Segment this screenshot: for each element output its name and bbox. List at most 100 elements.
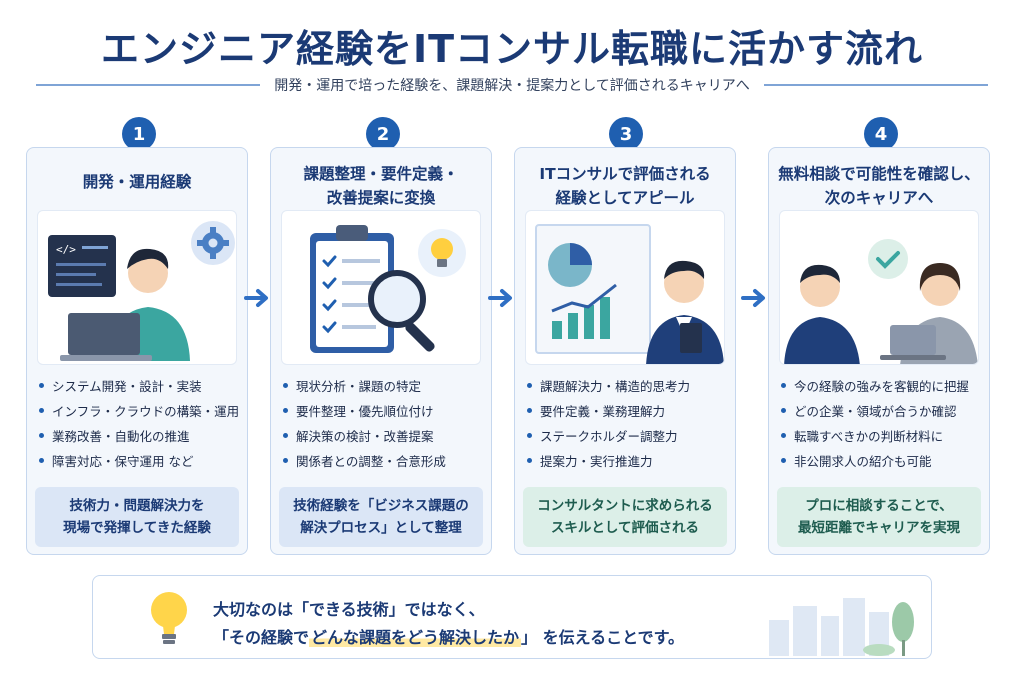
summary-line: 解決プロセス」として整理 [300,520,462,536]
bullet-text: 要件定義・業務理解力 [540,404,666,419]
step-1-card: 開発・運用経験 </> [26,147,248,555]
bullet-text: 要件整理・優先順位付け [296,404,434,419]
step-4-title: 無料相談で可能性を確認し、 次のキャリアへ [777,162,981,210]
step-3-card: ITコンサルで評価される 経験としてアピール [514,147,736,555]
bullet-item: 要件整理・優先順位付け [283,399,483,424]
lightbulb-icon [418,229,466,277]
summary-line: プロに相談することで、 [805,498,953,514]
subtitle-rule-left [36,84,261,86]
subtitle: 開発・運用で培った経験を、課題解決・提案力として評価されるキャリアへ [274,78,750,94]
bullet-item: 転職すべきかの判断材料に [781,424,981,449]
key-message-highlight: どんな課題をどう解決したか [309,628,522,647]
bullet-text: 業務改善・自動化の推進 [52,429,190,444]
gear-icon [191,221,235,265]
step-2-bullets: 現状分析・課題の特定 要件整理・優先順位付け 解決策の検討・改善提案 関係者との… [283,374,483,474]
bullet-text: ステークホルダー調整力 [540,429,678,444]
advisor-figure [784,264,860,364]
bullet-item: 要件定義・業務理解力 [527,399,727,424]
step-1-bullets: システム開発・設計・実装 インフラ・クラウドの構築・運用 業務改善・自動化の推進… [39,374,239,474]
step-1-illustration: </> [37,210,237,365]
step-1-summary: 技術力・問題解決力を現場で発揮してきた経験 [35,487,239,547]
bullet-text: 関係者との調整・合意形成 [296,454,446,469]
bullet-item: 障害対応・保守運用 など [39,449,239,474]
subtitle-rule-right [763,84,989,86]
check-bubble-icon [868,239,908,279]
bullet-text: どの企業・領域が合うか確認 [794,404,957,419]
bullet-item: 解決策の検討・改善提案 [283,424,483,449]
key-message-bracket: 」 [521,628,538,647]
step-2-summary: 技術経験を「ビジネス課題の解決プロセス」として整理 [279,487,483,547]
page-title: エンジニア経験をITコンサル転職に活かす流れ [100,27,924,71]
bullet-item: 課題解決力・構造的思考力 [527,374,727,399]
flow-arrow-icon [244,289,268,307]
bullet-text: 転職すべきかの判断材料に [794,429,944,444]
bullet-text: 非公開求人の紹介も可能 [794,454,932,469]
step-3-badge: 3 [609,117,643,151]
subtitle-row: 開発・運用で培った経験を、課題解決・提案力として評価されるキャリアへ [36,73,989,97]
summary-line: コンサルタントに求められる [537,498,713,514]
key-message-suffix: を伝えることです。 [537,628,685,647]
step-2-title-line: 課題整理・要件定義・ [303,165,459,183]
key-message-box: 大切なのは「できる技術」ではなく、 「その経験でどんな課題をどう解決したか」 を… [92,575,932,659]
summary-line: スキルとして評価される [550,520,700,536]
key-message-line1: 大切なのは「できる技術」ではなく、 [213,600,485,619]
bullet-item: 業務改善・自動化の推進 [39,424,239,449]
bullet-item: 提案力・実行推進力 [527,449,727,474]
step-2-title: 課題整理・要件定義・ 改善提案に変換 [279,162,483,210]
step-4-badge: 4 [864,117,898,151]
step-4-bullets: 今の経験の強みを客観的に把握 どの企業・領域が合うか確認 転職すべきかの判断材料… [781,374,981,474]
laptop-icon [60,313,152,361]
bullet-item: どの企業・領域が合うか確認 [781,399,981,424]
bullet-text: 課題解決力・構造的思考力 [540,379,691,394]
step-4-title-line: 無料相談で可能性を確認し、 [778,165,980,183]
step-2-card: 課題整理・要件定義・ 改善提案に変換 [270,147,492,555]
step-4-card: 無料相談で可能性を確認し、 次のキャリアへ 今の [768,147,990,555]
code-window-icon: </> [48,235,116,297]
consultant-figure [646,260,724,364]
bullet-text: 障害対応・保守運用 など [52,454,194,469]
step-3-title-line: 経験としてアピール [555,189,695,207]
step-3-title-line: ITコンサルで評価される [539,165,711,183]
bullet-text: インフラ・クラウドの構築・運用 [52,404,240,419]
flow-arrow-icon [741,289,765,307]
step-2-illustration [281,210,481,365]
summary-line: 最短距離でキャリアを実現 [798,520,960,536]
bullet-item: ステークホルダー調整力 [527,424,727,449]
laptop-icon [880,325,946,360]
step-4-illustration [779,210,979,365]
step-2-badge: 2 [366,117,400,151]
bullet-text: 今の経験の強みを客観的に把握 [794,379,970,394]
step-3-title: ITコンサルで評価される 経験としてアピール [523,162,727,210]
bullet-text: 提案力・実行推進力 [540,454,653,469]
step-1-badge: 1 [122,117,156,151]
step-1-title-line: 開発・運用経験 [82,173,192,191]
step-2-title-line: 改善提案に変換 [326,189,436,207]
step-3-summary: コンサルタントに求められるスキルとして評価される [523,487,727,547]
summary-line: 技術経験を「ビジネス課題の [293,498,469,514]
key-message-line2: 「その経験でどんな課題をどう解決したか」 を伝えることです。 [213,624,684,648]
bullet-item: 現状分析・課題の特定 [283,374,483,399]
step-4-title-line: 次のキャリアへ [824,189,934,207]
pie-chart-icon [548,243,592,287]
flow-arrow-icon [488,289,512,307]
bullet-item: 非公開求人の紹介も可能 [781,449,981,474]
svg-text:</>: </> [56,243,76,256]
step-3-illustration [525,210,725,365]
bullet-text: 解決策の検討・改善提案 [296,429,434,444]
bullet-item: システム開発・設計・実装 [39,374,239,399]
summary-line: 技術力・問題解決力を [69,498,205,514]
bullet-text: システム開発・設計・実装 [52,379,202,394]
key-message-prefix: 「その経験で [213,628,310,647]
city-skyline-icon [769,598,914,656]
bullet-item: 今の経験の強みを客観的に把握 [781,374,981,399]
bullet-text: 現状分析・課題の特定 [296,379,422,394]
bar-chart-icon [551,283,617,339]
step-1-title: 開発・運用経験 [35,170,239,194]
bullet-item: 関係者との調整・合意形成 [283,449,483,474]
lightbulb-icon [151,592,187,644]
summary-line: 現場で発揮してきた経験 [63,520,211,536]
bullet-item: インフラ・クラウドの構築・運用 [39,399,239,424]
magnifier-icon [368,270,435,352]
step-4-summary: プロに相談することで、最短距離でキャリアを実現 [777,487,981,547]
clipboard-checklist-icon [310,225,394,353]
